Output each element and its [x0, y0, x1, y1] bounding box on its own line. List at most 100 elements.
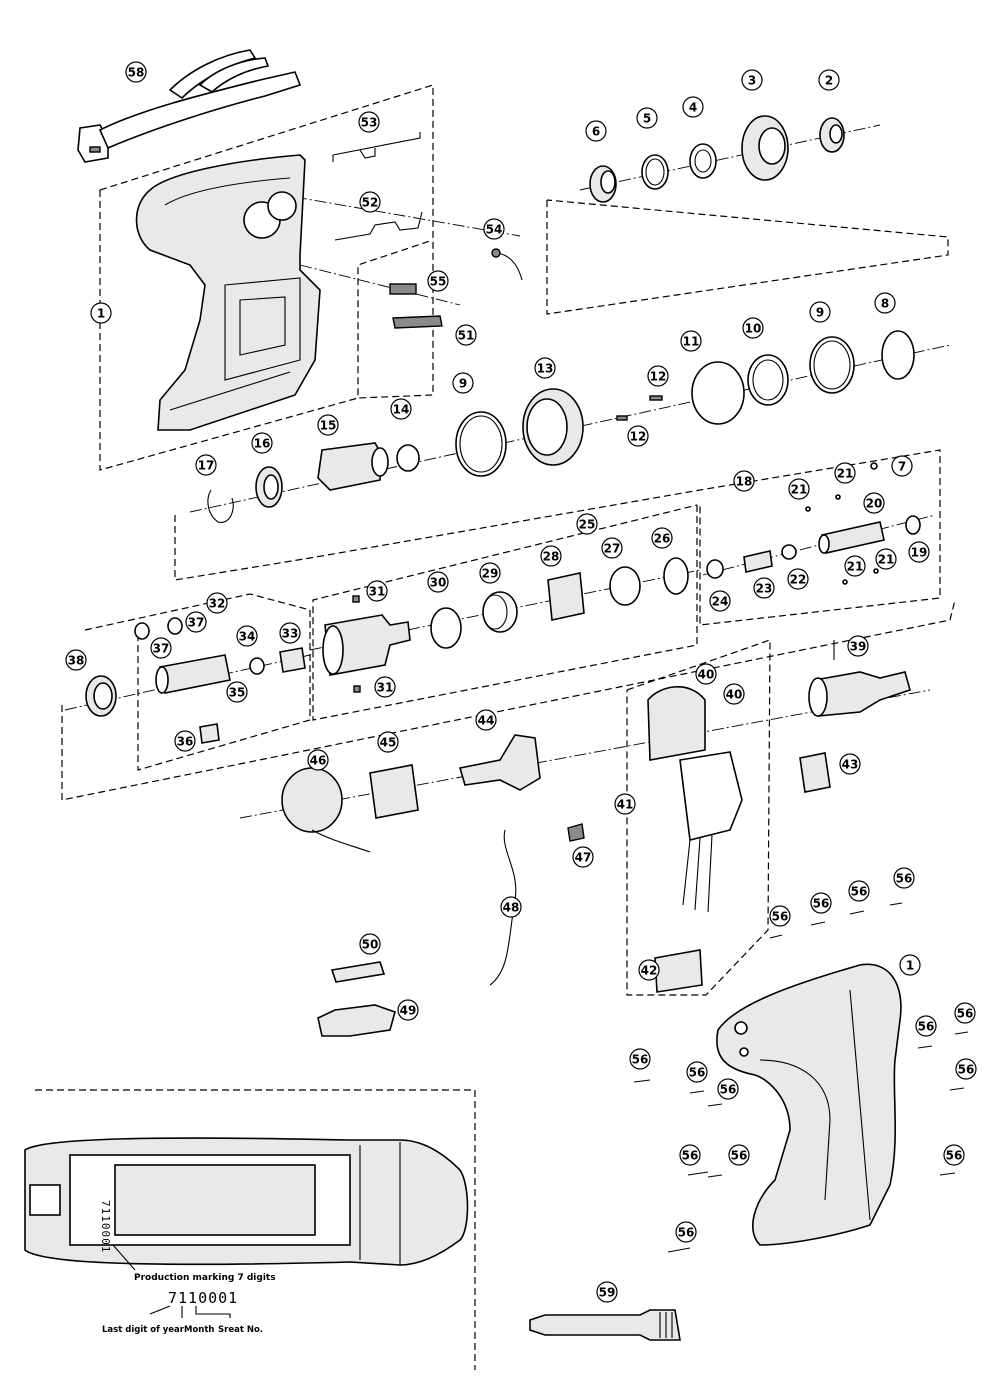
- callout-25: 25: [576, 513, 598, 535]
- callout-1: 1: [899, 954, 921, 976]
- callout-number: 35: [229, 686, 246, 700]
- callout-circle: [863, 492, 885, 514]
- callout-11: 11: [680, 330, 702, 352]
- callout-42: 42: [638, 959, 660, 981]
- callout-number: 4: [689, 101, 697, 115]
- callout-number: 56: [678, 1226, 695, 1240]
- callout-number: 53: [361, 116, 378, 130]
- callout-number: 37: [153, 642, 170, 656]
- callout-37: 37: [150, 637, 172, 659]
- callout-45: 45: [377, 731, 399, 753]
- callout-circle: [874, 292, 896, 314]
- callout-51: 51: [455, 324, 477, 346]
- callout-number: 55: [430, 275, 447, 289]
- callout-number: 56: [946, 1149, 963, 1163]
- callout-circle: [90, 302, 112, 324]
- callout-56: 56: [943, 1144, 965, 1166]
- callout-47: 47: [572, 846, 594, 868]
- legend-serial: Sreat No.: [218, 1325, 263, 1335]
- callout-circle: [636, 107, 658, 129]
- production-marking-inset: 7110001 Production marking 7 digits 7110…: [24, 1137, 469, 1335]
- callout-circle: [810, 892, 832, 914]
- callout-number: 12: [650, 370, 667, 384]
- callout-34: 34: [236, 625, 258, 647]
- part-50: [330, 961, 386, 983]
- callout-30: 30: [427, 571, 449, 593]
- callout-number: 56: [772, 910, 789, 924]
- callout-number: 11: [683, 335, 700, 349]
- callout-number: 56: [632, 1053, 649, 1067]
- callout-circle: [483, 218, 505, 240]
- callout-circle: [576, 513, 598, 535]
- callout-circle: [680, 330, 702, 352]
- callout-number: 28: [543, 550, 560, 564]
- callout-circle: [741, 69, 763, 91]
- callout-number: 41: [617, 798, 634, 812]
- callout-number: 13: [537, 362, 554, 376]
- callout-56: 56: [955, 1058, 977, 1080]
- callout-circle: [875, 548, 897, 570]
- callout-number: 46: [310, 754, 327, 768]
- callout-circle: [359, 933, 381, 955]
- callout-number: 18: [736, 475, 753, 489]
- callout-circle: [891, 455, 913, 477]
- callout-31: 31: [374, 676, 396, 698]
- spring-52: [334, 211, 423, 241]
- callout-9: 9: [452, 372, 474, 394]
- callout-circle: [427, 270, 449, 292]
- callout-circle: [65, 649, 87, 671]
- callout-number: 56: [957, 1007, 974, 1021]
- callout-55: 55: [427, 270, 449, 292]
- callout-number: 1: [97, 307, 105, 321]
- callout-number: 49: [400, 1004, 417, 1018]
- belt-hook-strap: [77, 49, 302, 163]
- callout-circle: [427, 571, 449, 593]
- part-49: [317, 1004, 396, 1037]
- callout-59: 59: [596, 1281, 618, 1303]
- callout-53: 53: [358, 111, 380, 133]
- callout-56: 56: [679, 1144, 701, 1166]
- callout-number: 29: [482, 567, 499, 581]
- callout-circle: [679, 1144, 701, 1166]
- callout-43: 43: [839, 753, 861, 775]
- callout-circle: [709, 590, 731, 612]
- callout-number: 19: [911, 546, 928, 560]
- callout-circle: [682, 96, 704, 118]
- callout-number: 5: [643, 112, 651, 126]
- ring-row: [207, 330, 915, 523]
- callout-41: 41: [614, 793, 636, 815]
- callout-number: 43: [842, 758, 859, 772]
- callout-22: 22: [787, 568, 809, 590]
- callout-8: 8: [874, 292, 896, 314]
- legend-month: Month: [184, 1325, 214, 1335]
- callout-13: 13: [534, 357, 556, 379]
- callout-number: 24: [712, 595, 729, 609]
- callout-10: 10: [742, 317, 764, 339]
- callout-number: 56: [689, 1066, 706, 1080]
- callout-number: 56: [720, 1083, 737, 1097]
- screw-set-56: [633, 902, 969, 1253]
- callout-number: 9: [816, 306, 824, 320]
- callout-circle: [943, 1144, 965, 1166]
- callout-circle: [893, 867, 915, 889]
- callout-number: 56: [958, 1063, 975, 1077]
- callout-49: 49: [397, 999, 419, 1021]
- part-55: [389, 283, 417, 295]
- callout-number: 2: [825, 74, 833, 88]
- callout-number: 27: [604, 542, 621, 556]
- callout-16: 16: [251, 432, 273, 454]
- callout-19: 19: [908, 541, 930, 563]
- callout-circle: [236, 625, 258, 647]
- callout-number: 21: [791, 483, 808, 497]
- callout-56: 56: [717, 1078, 739, 1100]
- callout-circle: [359, 191, 381, 213]
- callout-number: 6: [592, 125, 600, 139]
- callout-circle: [185, 611, 207, 633]
- callout-circle: [848, 880, 870, 902]
- callout-circle: [374, 676, 396, 698]
- chuck-assembly: [589, 115, 845, 203]
- callout-circle: [955, 1058, 977, 1080]
- callout-circle: [596, 1281, 618, 1303]
- callout-33: 33: [279, 622, 301, 644]
- callout-number: 56: [682, 1149, 699, 1163]
